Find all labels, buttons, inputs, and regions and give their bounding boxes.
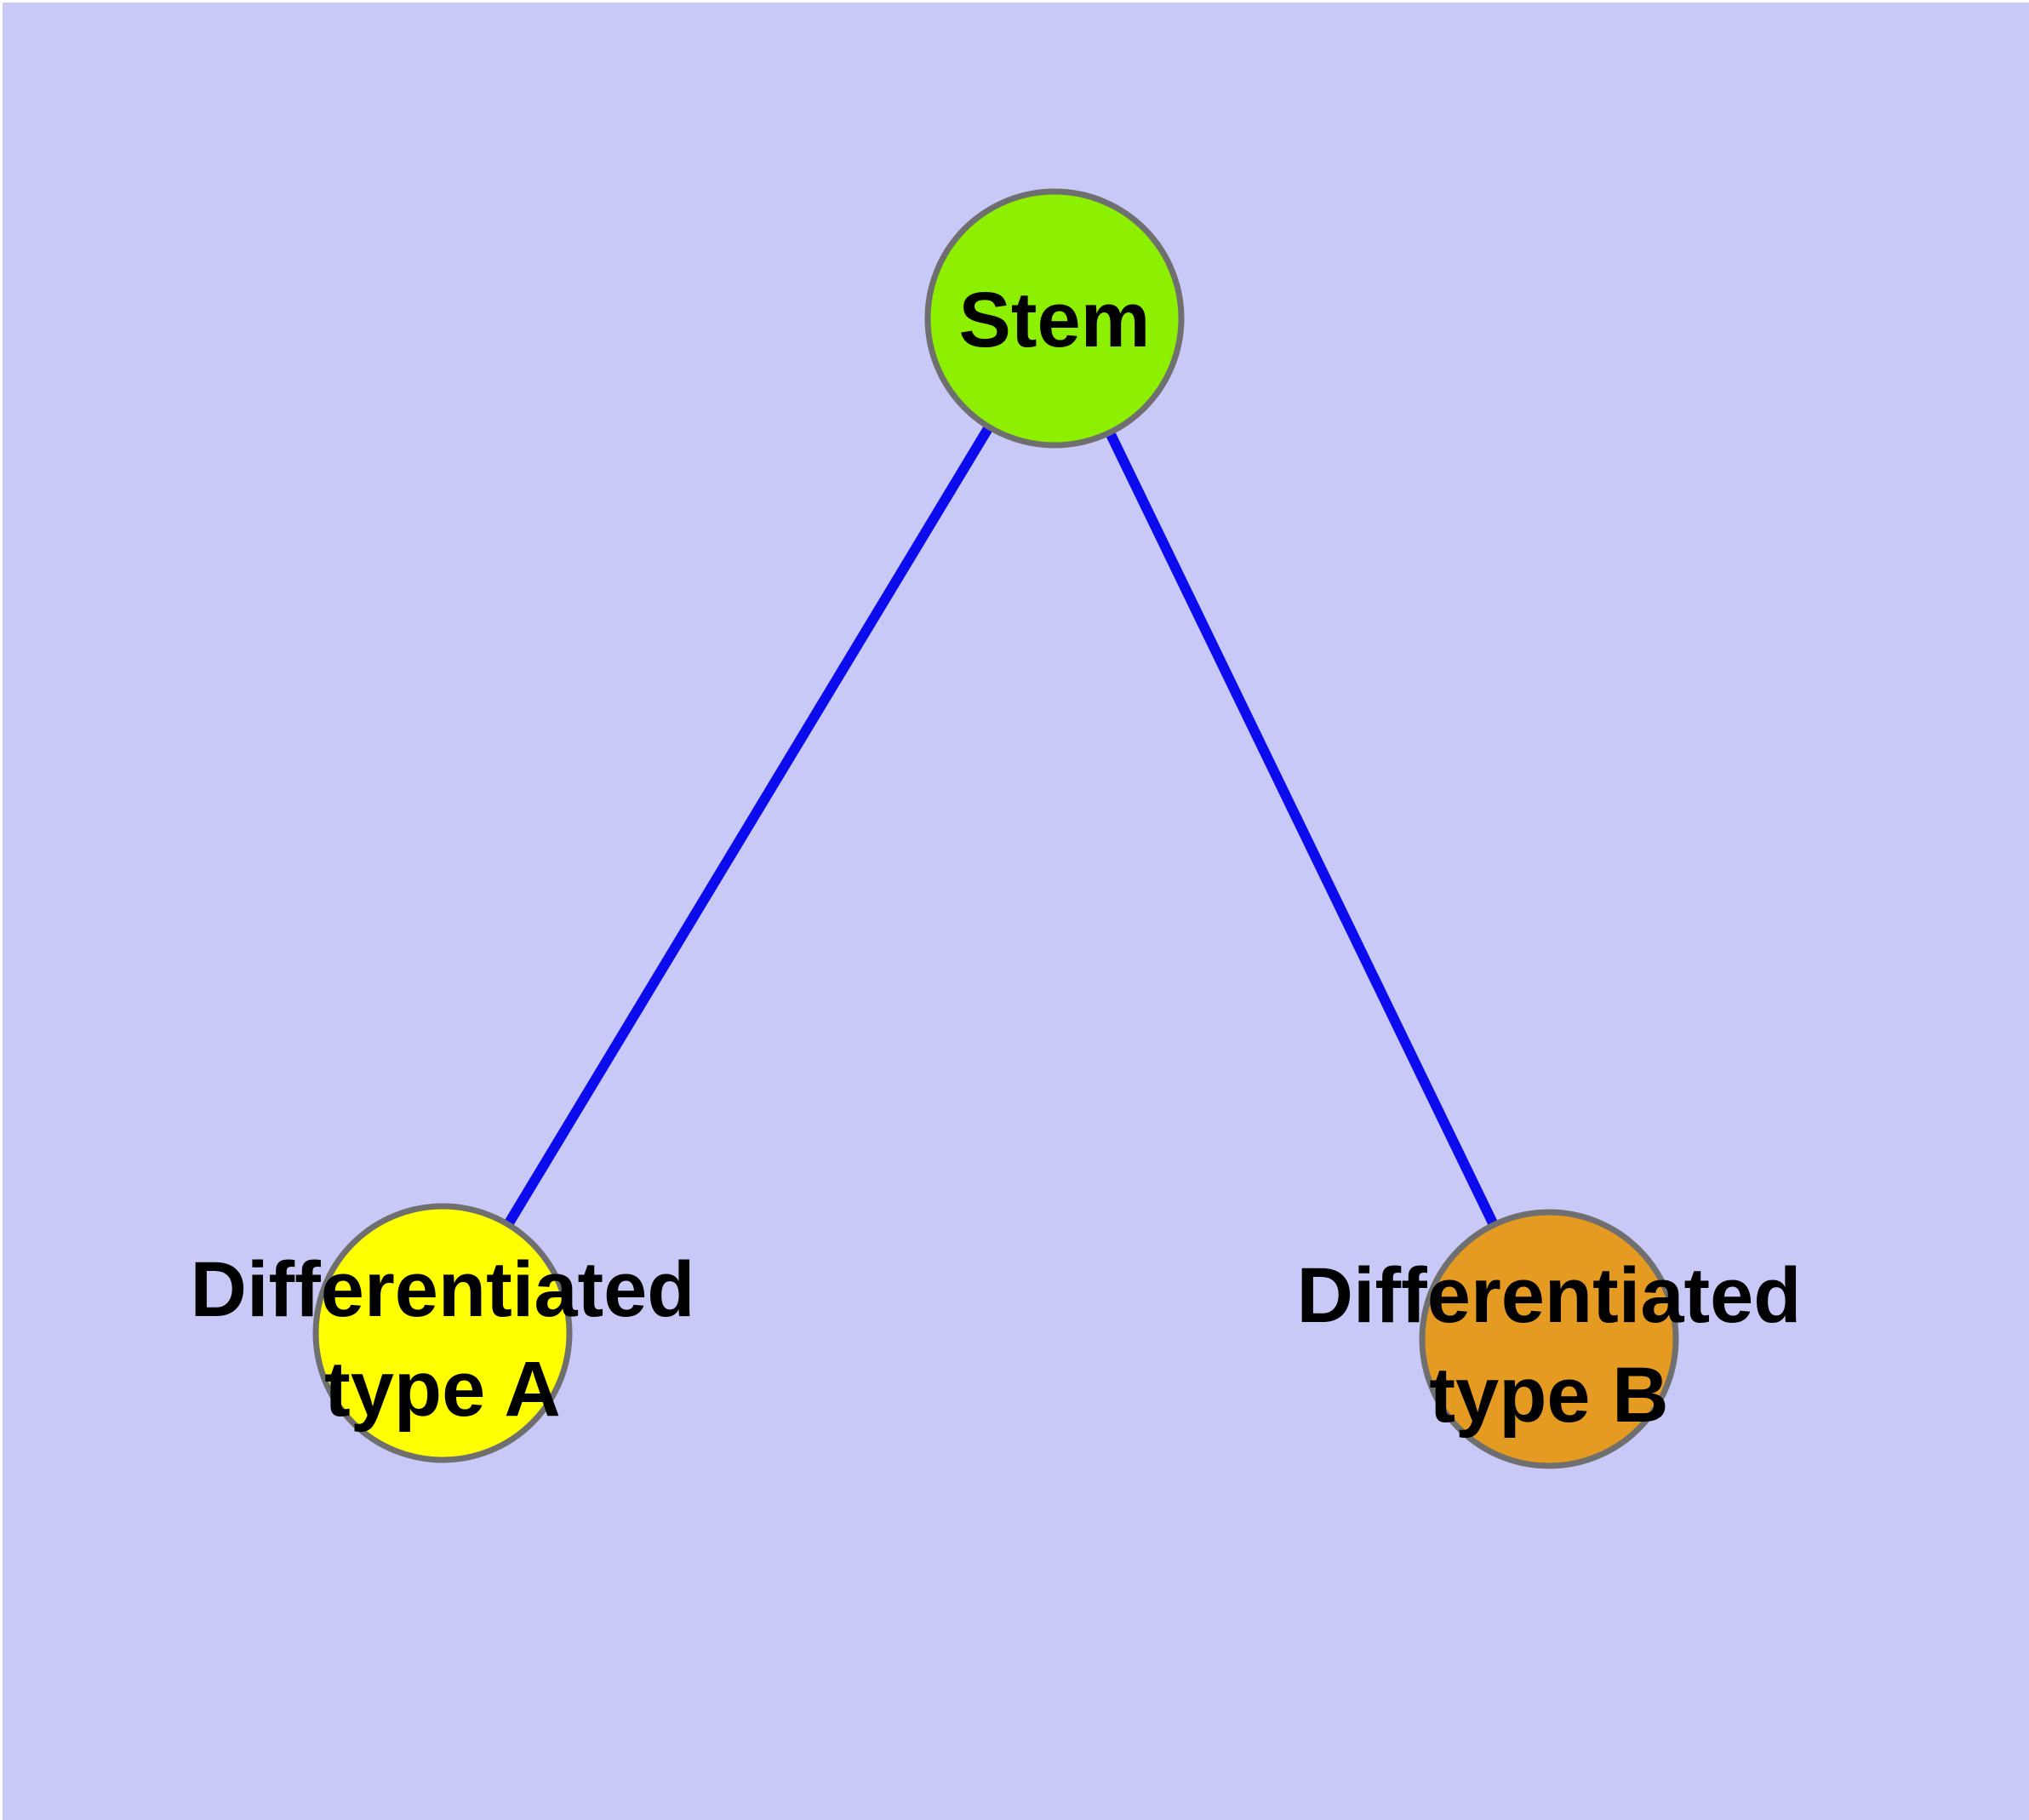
edge-stem-to-type-a [437,315,1060,1336]
node-type-a-label-line1: Differentiated [191,1246,695,1333]
node-stem-label: Stem [959,277,1151,363]
node-type-b-label-line1: Differentiated [1297,1252,1802,1339]
node-differentiated-type-b [1419,1209,1679,1469]
edge-stem-to-type-b [1049,316,1554,1342]
graph-canvas: Stem Differentiated type A Differentiate… [3,3,2029,1820]
node-type-b-label-line2: type B [1429,1352,1668,1439]
node-stem [924,188,1185,449]
node-type-a-label-line2: type A [324,1346,561,1433]
node-differentiated-type-a [312,1203,573,1463]
